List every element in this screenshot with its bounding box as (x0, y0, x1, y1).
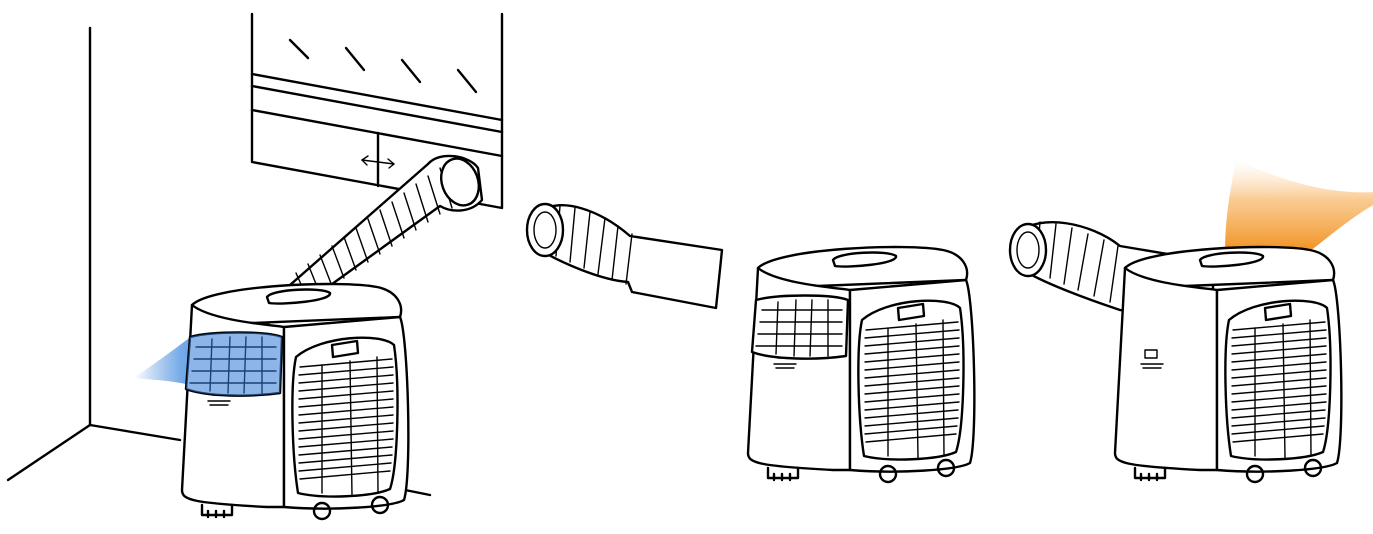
ac-unit-installed (182, 284, 408, 519)
detached-hose (527, 204, 722, 308)
ac-unit-standalone (748, 247, 974, 482)
hot-air-plume (1225, 160, 1373, 258)
ac-unit-exhaust (1115, 247, 1341, 482)
exhaust-hose-installed (282, 153, 485, 300)
